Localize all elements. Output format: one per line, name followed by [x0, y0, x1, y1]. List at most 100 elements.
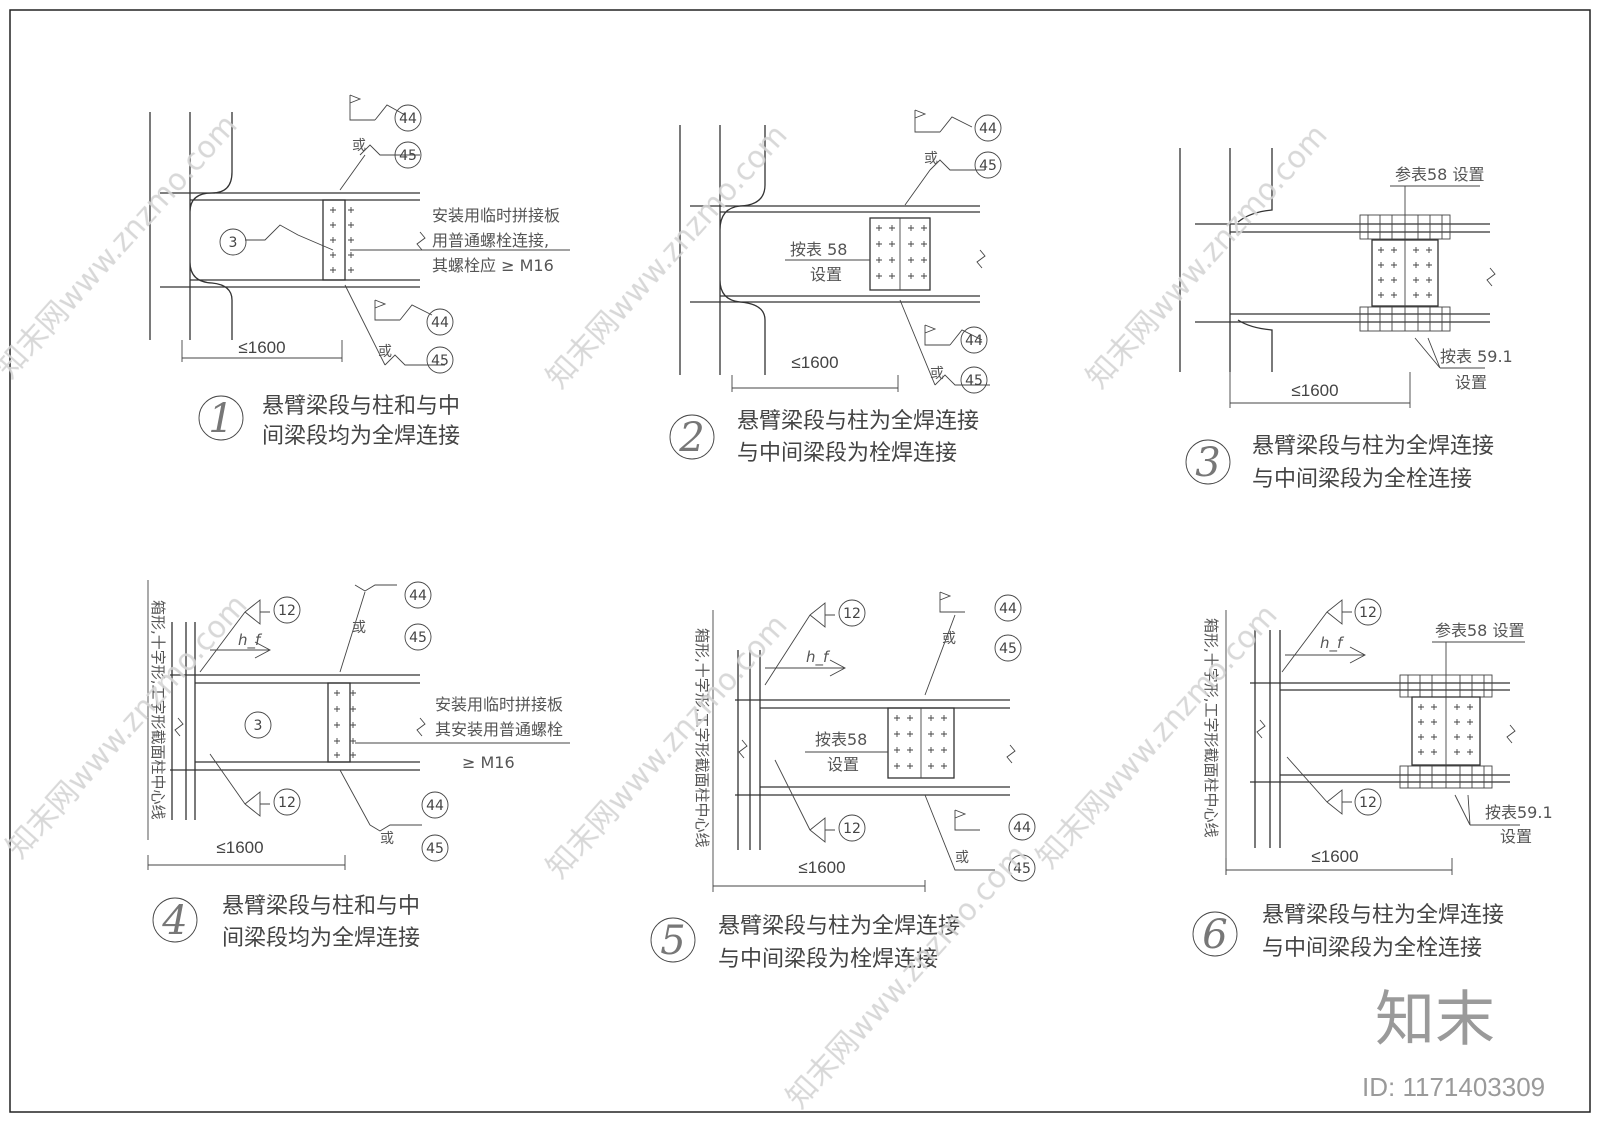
weld-mark-4a: 12 [278, 603, 296, 619]
mark-circle-2d [960, 366, 988, 394]
figure-2: 按表 58 设置 44 45 44 45 或 或 ≤1600 2 悬臂梁段与柱为… [669, 109, 1002, 466]
figure-number-circle-2 [669, 414, 715, 460]
note-4-line3: ≥ M16 [462, 753, 515, 772]
column-6 [1254, 630, 1281, 848]
figure-number-circle-1 [198, 395, 244, 441]
figure-number-3: 3 [1195, 440, 1220, 486]
watermark-layer: 知末网www.znzmo.com 知末网www.znzmo.com 知末网www… [0, 108, 1334, 1115]
mark-circle-1b [394, 141, 422, 169]
caption-2-line1: 悬臂梁段与柱为全焊连接 [737, 409, 979, 434]
weld-symbol-1a [349, 94, 406, 121]
weld-symbol-6b [1286, 756, 1352, 815]
figure-6: 箱形,十字形,工字形截面柱中心线 参表58 设置 按表59.1 设置 h_f 1… [1192, 598, 1553, 961]
weld-mark-4d: 45 [409, 630, 427, 646]
caption-4-line2: 间梁段均为全焊连接 [222, 926, 420, 951]
watermark-text: 知末网www.znzmo.com [1080, 118, 1335, 395]
watermark-text: 知末网www.znzmo.com [0, 588, 254, 865]
bolts-5 [894, 715, 947, 769]
weld-symbol-5b [774, 759, 835, 843]
break-mark-2 [976, 249, 986, 269]
break-marks-6 [1256, 719, 1516, 744]
beam-1 [160, 192, 420, 288]
dimension-4: ≤1600 [216, 838, 263, 857]
weld-symbol-4a [199, 599, 270, 673]
dimension-1: ≤1600 [238, 338, 285, 357]
mark-circle-5a [838, 599, 866, 627]
figure-number-1: 1 [208, 396, 233, 442]
weld-mark-1a: 44 [399, 111, 417, 127]
weld-mark-6b: 12 [1359, 795, 1377, 811]
figure-number-2: 2 [678, 415, 704, 461]
watermark-text: 知末网www.znzmo.com [780, 838, 1035, 1115]
weld-symbol-2b [904, 159, 985, 206]
column-1 [149, 112, 233, 340]
note-3-line2: 按表 59.1 [1440, 347, 1513, 366]
weld-mark-5a: 12 [843, 606, 861, 622]
caption-3-line2: 与中间梁段为全栓连接 [1252, 467, 1472, 492]
weld-mark-5d: 45 [999, 641, 1017, 657]
dimension-line-1 [181, 340, 343, 362]
mark-circle-4e [421, 791, 449, 819]
weld-symbol-5c [924, 591, 965, 696]
note-2-line1: 按表 58 [790, 240, 847, 259]
weld-mark-2b: 45 [979, 158, 997, 174]
dimension-line-2 [731, 375, 899, 392]
or-label-5a: 或 [942, 631, 956, 647]
watermark-brand: 知末 [1375, 985, 1495, 1055]
note-4-line1: 安装用临时拼接板 [435, 695, 563, 714]
dimension-3: ≤1600 [1291, 381, 1338, 400]
note-2-line2: 设置 [810, 265, 842, 284]
dimension-6: ≤1600 [1311, 847, 1358, 866]
flange-plates-3 [1359, 214, 1451, 332]
bolts-6 [1418, 704, 1473, 755]
caption-4-line1: 悬臂梁段与柱和与中 [222, 894, 420, 919]
mark-circle-4d [404, 623, 432, 651]
dimension-line-5 [712, 880, 926, 892]
break-mark-3 [1486, 267, 1496, 287]
sheet-border [9, 9, 1591, 1113]
weld-mark-5c: 44 [999, 601, 1017, 617]
watermark-id: ID: 1171403309 [1362, 1072, 1545, 1102]
column-2 [679, 125, 766, 375]
mark-circle-4c [404, 581, 432, 609]
hf-label-6: h_f [1320, 634, 1345, 653]
mark-circle-2c [960, 326, 988, 354]
watermark-text: 知末网www.znzmo.com [540, 118, 795, 395]
mark-circle-5b [838, 814, 866, 842]
figure-5: 箱形,十字形,工字形截面柱中心线 按表58 设置 h_f 12 12 44 45… [650, 591, 1036, 972]
mark-circle-5f [1008, 854, 1036, 882]
leader-3b [1414, 337, 1485, 369]
figure-3: 参表58 设置 按表 59.1 设置 ≤1600 3 悬臂梁段与柱为全焊连接 与… [1179, 148, 1513, 492]
note-6-line1: 参表58 设置 [1435, 621, 1524, 640]
leader-3a [1390, 185, 1480, 215]
note-1-line2: 用普通螺栓连接, [432, 231, 549, 250]
mark-circle-2b [974, 151, 1002, 179]
beam-5 [735, 699, 1010, 796]
figure-number-6: 6 [1202, 912, 1227, 958]
break-mark-1 [416, 231, 426, 251]
column-centerline-5: 箱形,十字形,工字形截面柱中心线 [693, 628, 711, 848]
mark-circle-5e [1008, 813, 1036, 841]
figure-number-4: 4 [161, 898, 187, 944]
weld-mark-4g: 3 [254, 718, 263, 734]
mark-circle-5d [994, 634, 1022, 662]
watermark-text: 知末网www.znzmo.com [1030, 598, 1285, 875]
column-centerline-6: 箱形,十字形,工字形截面柱中心线 [1202, 618, 1220, 838]
dimension-line-4 [147, 855, 346, 870]
bolts-2 [876, 225, 927, 279]
hf-label-5: h_f [806, 648, 831, 667]
splice-plate-4 [327, 682, 351, 763]
bolts-3 [1378, 247, 1432, 298]
hf-arrow-4 [210, 641, 271, 659]
caption-2-line2: 与中间梁段为栓焊连接 [737, 441, 957, 466]
weld-symbol-4d [339, 769, 422, 832]
column-3 [1179, 148, 1273, 372]
caption-5-line1: 悬臂梁段与柱为全焊连接 [718, 914, 960, 939]
weld-mark-4f: 45 [426, 841, 444, 857]
beam-6 [1250, 682, 1510, 783]
hf-arrow-5 [765, 659, 846, 677]
flange-plates-6 [1399, 674, 1493, 789]
weld-symbol-1b [339, 144, 420, 191]
mark-circle-4a [273, 596, 301, 624]
weld-mark-2d: 45 [965, 373, 983, 389]
